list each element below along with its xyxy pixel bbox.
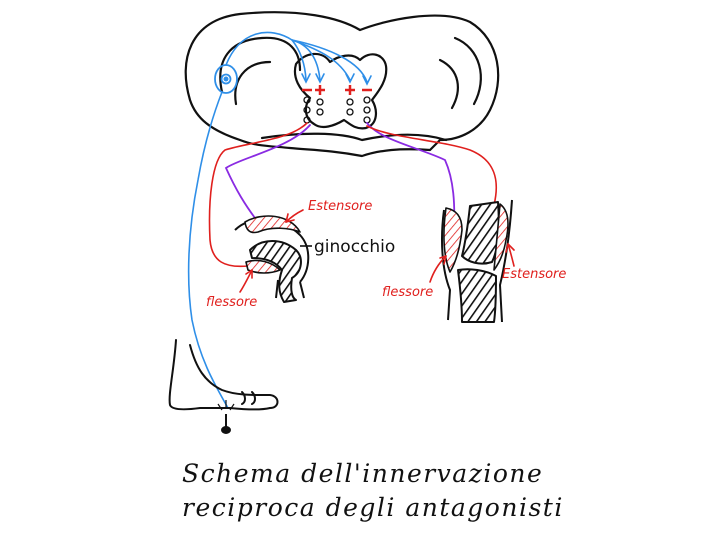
motor-purple-left — [224, 124, 311, 223]
pin-stimulus-icon — [217, 400, 235, 434]
label-arrows — [239, 209, 515, 293]
extensor-muscle-left — [244, 215, 301, 234]
motor-nerves — [208, 122, 498, 268]
caption-line-1: Schema dell'innervazione — [182, 459, 543, 488]
synapse-right-2 — [362, 88, 372, 124]
foot-outline — [168, 339, 279, 411]
caption-line-2: reciproca degli antagonisti — [182, 493, 564, 522]
flexor-muscle-right — [443, 207, 463, 273]
label-extensor-right: Estensore — [502, 267, 566, 282]
label-flexor-left: flessore — [206, 295, 257, 310]
label-extensor-left: Estensore — [308, 199, 372, 214]
flexor-muscle-left — [245, 259, 281, 274]
label-knee: ginocchio — [314, 237, 395, 257]
right-straight-limb — [441, 199, 513, 323]
spinal-cord-section — [184, 11, 500, 158]
motor-purple-right — [366, 122, 456, 231]
sensory-nerve-blue — [187, 31, 372, 409]
extensor-muscle-right — [493, 203, 509, 271]
synapse-left-1 — [302, 88, 312, 124]
interneurons — [302, 85, 372, 124]
left-knee-limb — [234, 215, 310, 303]
motor-red-right — [366, 125, 498, 206]
motor-red-left — [208, 122, 308, 268]
synapse-right-1 — [345, 85, 355, 116]
dorsal-root-ganglion-icon — [214, 64, 238, 94]
label-flexor-right: flessore — [382, 285, 433, 300]
synapse-left-2 — [315, 85, 325, 116]
